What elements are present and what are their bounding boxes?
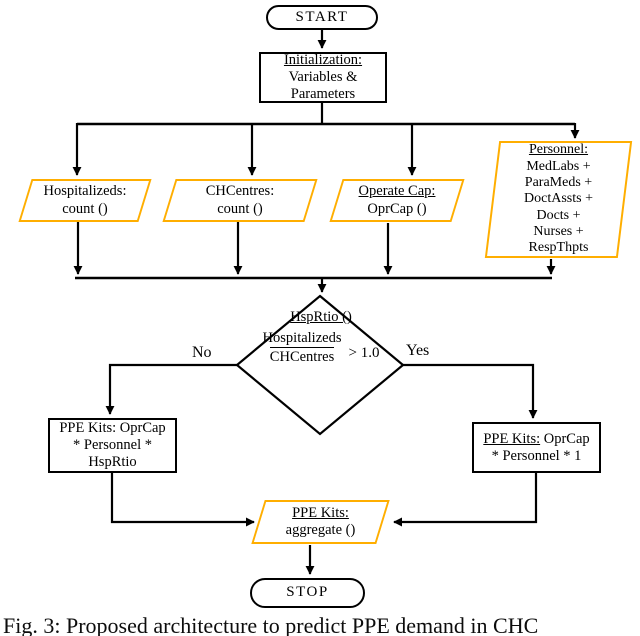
aggregate-title: PPE Kits:	[292, 504, 349, 521]
personnel-line3: ParaMeds +	[524, 174, 593, 190]
personnel-line2: MedLabs +	[526, 158, 591, 174]
personnel-line4: DoctAssts +	[524, 191, 593, 207]
rightbox-line1-rest: OprCap	[540, 430, 590, 447]
personnel-line5: Docts +	[536, 207, 581, 223]
chcentres-line1: CHCentres:	[205, 183, 275, 200]
rightbox-line2: * Personnel * 1	[491, 447, 582, 464]
operatecap-title: Operate Cap:	[358, 183, 436, 200]
init-line3: Parameters	[290, 85, 356, 102]
aggregate-line2: aggregate ()	[285, 522, 356, 538]
yes-branch-label: Yes	[406, 342, 430, 359]
rightbox-line1: PPE Kits: OprCap	[483, 431, 589, 448]
decision-numerator: Hospitalizeds	[262, 330, 342, 346]
rightbox-title: PPE Kits:	[483, 430, 541, 447]
init-title: Initialization:	[283, 52, 363, 69]
hospitalizeds-line2: count ()	[62, 200, 108, 217]
aggregate-io: PPE Kits: aggregate ()	[251, 500, 390, 544]
leftbox-line3: HspRtio	[88, 453, 137, 470]
start-terminator: START	[266, 5, 378, 30]
personnel-title: Personnel:	[528, 142, 589, 158]
stop-terminator: STOP	[250, 578, 365, 608]
personnel-io: Personnel: MedLabs + ParaMeds + DoctAsst…	[484, 141, 633, 258]
operatecap-io: Operate Cap: OprCap ()	[329, 179, 465, 222]
figure-caption: Fig. 3: Proposed architecture to predict…	[3, 613, 539, 636]
start-label: START	[295, 8, 349, 25]
decision-content: HspRtio () Hospitalizeds CHCentres > 1.0	[240, 309, 402, 421]
no-branch-label: No	[192, 344, 212, 361]
stop-label: STOP	[286, 584, 329, 601]
ppe-kits-hsprtio-process: PPE Kits: OprCap * Personnel * HspRtio	[48, 418, 177, 473]
personnel-line7: RespThpts	[528, 240, 589, 256]
chcentres-io: CHCentres: count ()	[162, 179, 318, 222]
decision-denominator: CHCentres	[269, 347, 335, 365]
hospitalizeds-io: Hospitalizeds: count ()	[18, 179, 152, 222]
no-branch	[105, 363, 237, 415]
yes-branch	[403, 363, 538, 419]
personnel-line6: Nurses +	[533, 224, 584, 240]
decision-fraction: Hospitalizeds CHCentres	[263, 330, 342, 366]
decision-comparison: > 1.0	[348, 344, 380, 361]
init-line2: Variables &	[288, 69, 358, 86]
arrow-rightbox-to-aggregate	[393, 473, 538, 527]
hospitalizeds-line1: Hospitalizeds:	[43, 183, 127, 200]
decision-title: HspRtio ()	[290, 309, 352, 325]
init-process: Initialization: Variables & Parameters	[259, 52, 387, 103]
decision-diamond	[235, 294, 405, 436]
leftbox-line2: * Personnel *	[73, 437, 152, 454]
chcentres-line2: count ()	[217, 200, 263, 217]
operatecap-line2: OprCap ()	[367, 200, 427, 217]
arrow-leftbox-to-aggregate	[110, 473, 255, 527]
ppe-kits-unit-process: PPE Kits: OprCap * Personnel * 1	[472, 422, 601, 473]
leftbox-line1: PPE Kits: OprCap	[59, 420, 166, 437]
